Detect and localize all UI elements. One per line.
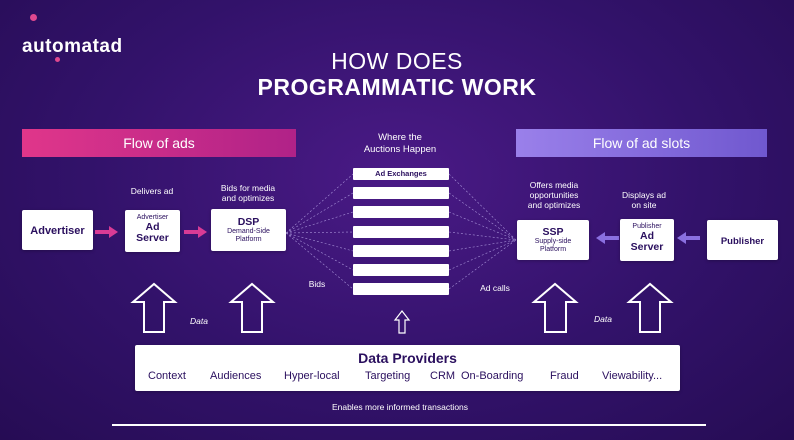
dsp-caption-line2: and optimizes [221,193,275,203]
flow-of-ad-slots-band: Flow of ad slots [516,129,767,157]
data-provider-item: Audiences [210,370,262,382]
advertiser-ad-server-server: Server [136,232,169,244]
data-label-right: Data [594,314,612,324]
ssp-sub-line1: Supply-side [534,238,572,245]
publisher-ad-server-caption-line1: Displays ad [622,190,666,200]
data-provider-item: Hyper-local [284,370,340,382]
ssp-caption-line3: and optimizes [527,200,581,210]
ssp-box: SSP Supply-side Platform [517,220,589,260]
ad-exchange-slot [353,245,449,257]
publisher-ad-server-box: Publisher Ad Server [620,219,674,261]
advertiser-ad-server-small: Advertiser [136,214,169,221]
ad-exchange-slot: Ad Exchanges [353,168,449,180]
dsp-caption-line1: Bids for media [220,183,276,193]
ad-exchange-slot [353,264,449,276]
advertiser-ad-server-ad: Ad [145,221,160,233]
dsp-title: DSP [237,216,260,228]
logo-dot-icon [55,57,60,62]
publisher-ad-server-ad: Ad [640,230,654,242]
publisher-ad-server-caption-line2: on site [631,200,657,210]
ssp-title: SSP [542,226,564,238]
data-provider-item: Context [148,370,186,382]
ad-exchanges-label: Ad Exchanges [375,169,427,178]
data-providers-caption: Enables more informed transactions [331,402,469,412]
publisher-box: Publisher [707,220,778,260]
ssp-caption-line1: Offers media [529,180,579,190]
publisher-ad-server-server: Server [630,241,664,253]
auction-caption-line2: Auctions Happen [363,144,437,155]
publisher-ad-server-small: Publisher [632,223,662,230]
brand-logo: automatad [22,36,123,57]
ad-exchange-slot [353,283,449,295]
auction-caption-line1: Where the [378,132,422,143]
ad-calls-label: Ad calls [480,283,510,293]
data-providers-title: Data Providers [358,350,457,366]
data-provider-item: Targeting [365,370,411,382]
publisher-label: Publisher [720,236,765,247]
dsp-box: DSP Demand-Side Platform [211,209,286,251]
dsp-sub-line2: Platform [235,236,262,243]
page-title-line1: HOW DOES [331,48,463,74]
flow-of-ads-band: Flow of ads [22,129,296,157]
ad-exchange-slot [353,226,449,238]
advertiser-ad-server-box: Advertiser Ad Server [125,210,180,252]
bids-label: Bids [308,279,326,289]
data-providers-list: Context Audiences Hyper-local Targeting … [135,366,680,384]
data-providers-box: Data Providers Context Audiences Hyper-l… [135,345,680,391]
data-provider-item: Fraud [550,370,579,382]
advertiser-box: Advertiser [22,210,93,250]
ssp-sub-line2: Platform [539,246,567,253]
data-label-left: Data [190,316,208,326]
ad-exchange-slot [353,187,449,199]
data-provider-item: On-Boarding [461,370,524,382]
data-provider-item: Viewability... [602,370,663,382]
advertiser-label: Advertiser [30,225,85,237]
dsp-sub-line1: Demand-Side [227,228,270,235]
logo-dot-icon [30,14,37,21]
ssp-caption-line2: opportunities [529,190,579,200]
ad-exchange-slot [353,206,449,218]
delivers-ad-caption: Delivers ad [130,186,174,196]
page-title-line2: PROGRAMMATIC WORK [257,74,537,100]
data-provider-item: CRM [430,370,456,382]
